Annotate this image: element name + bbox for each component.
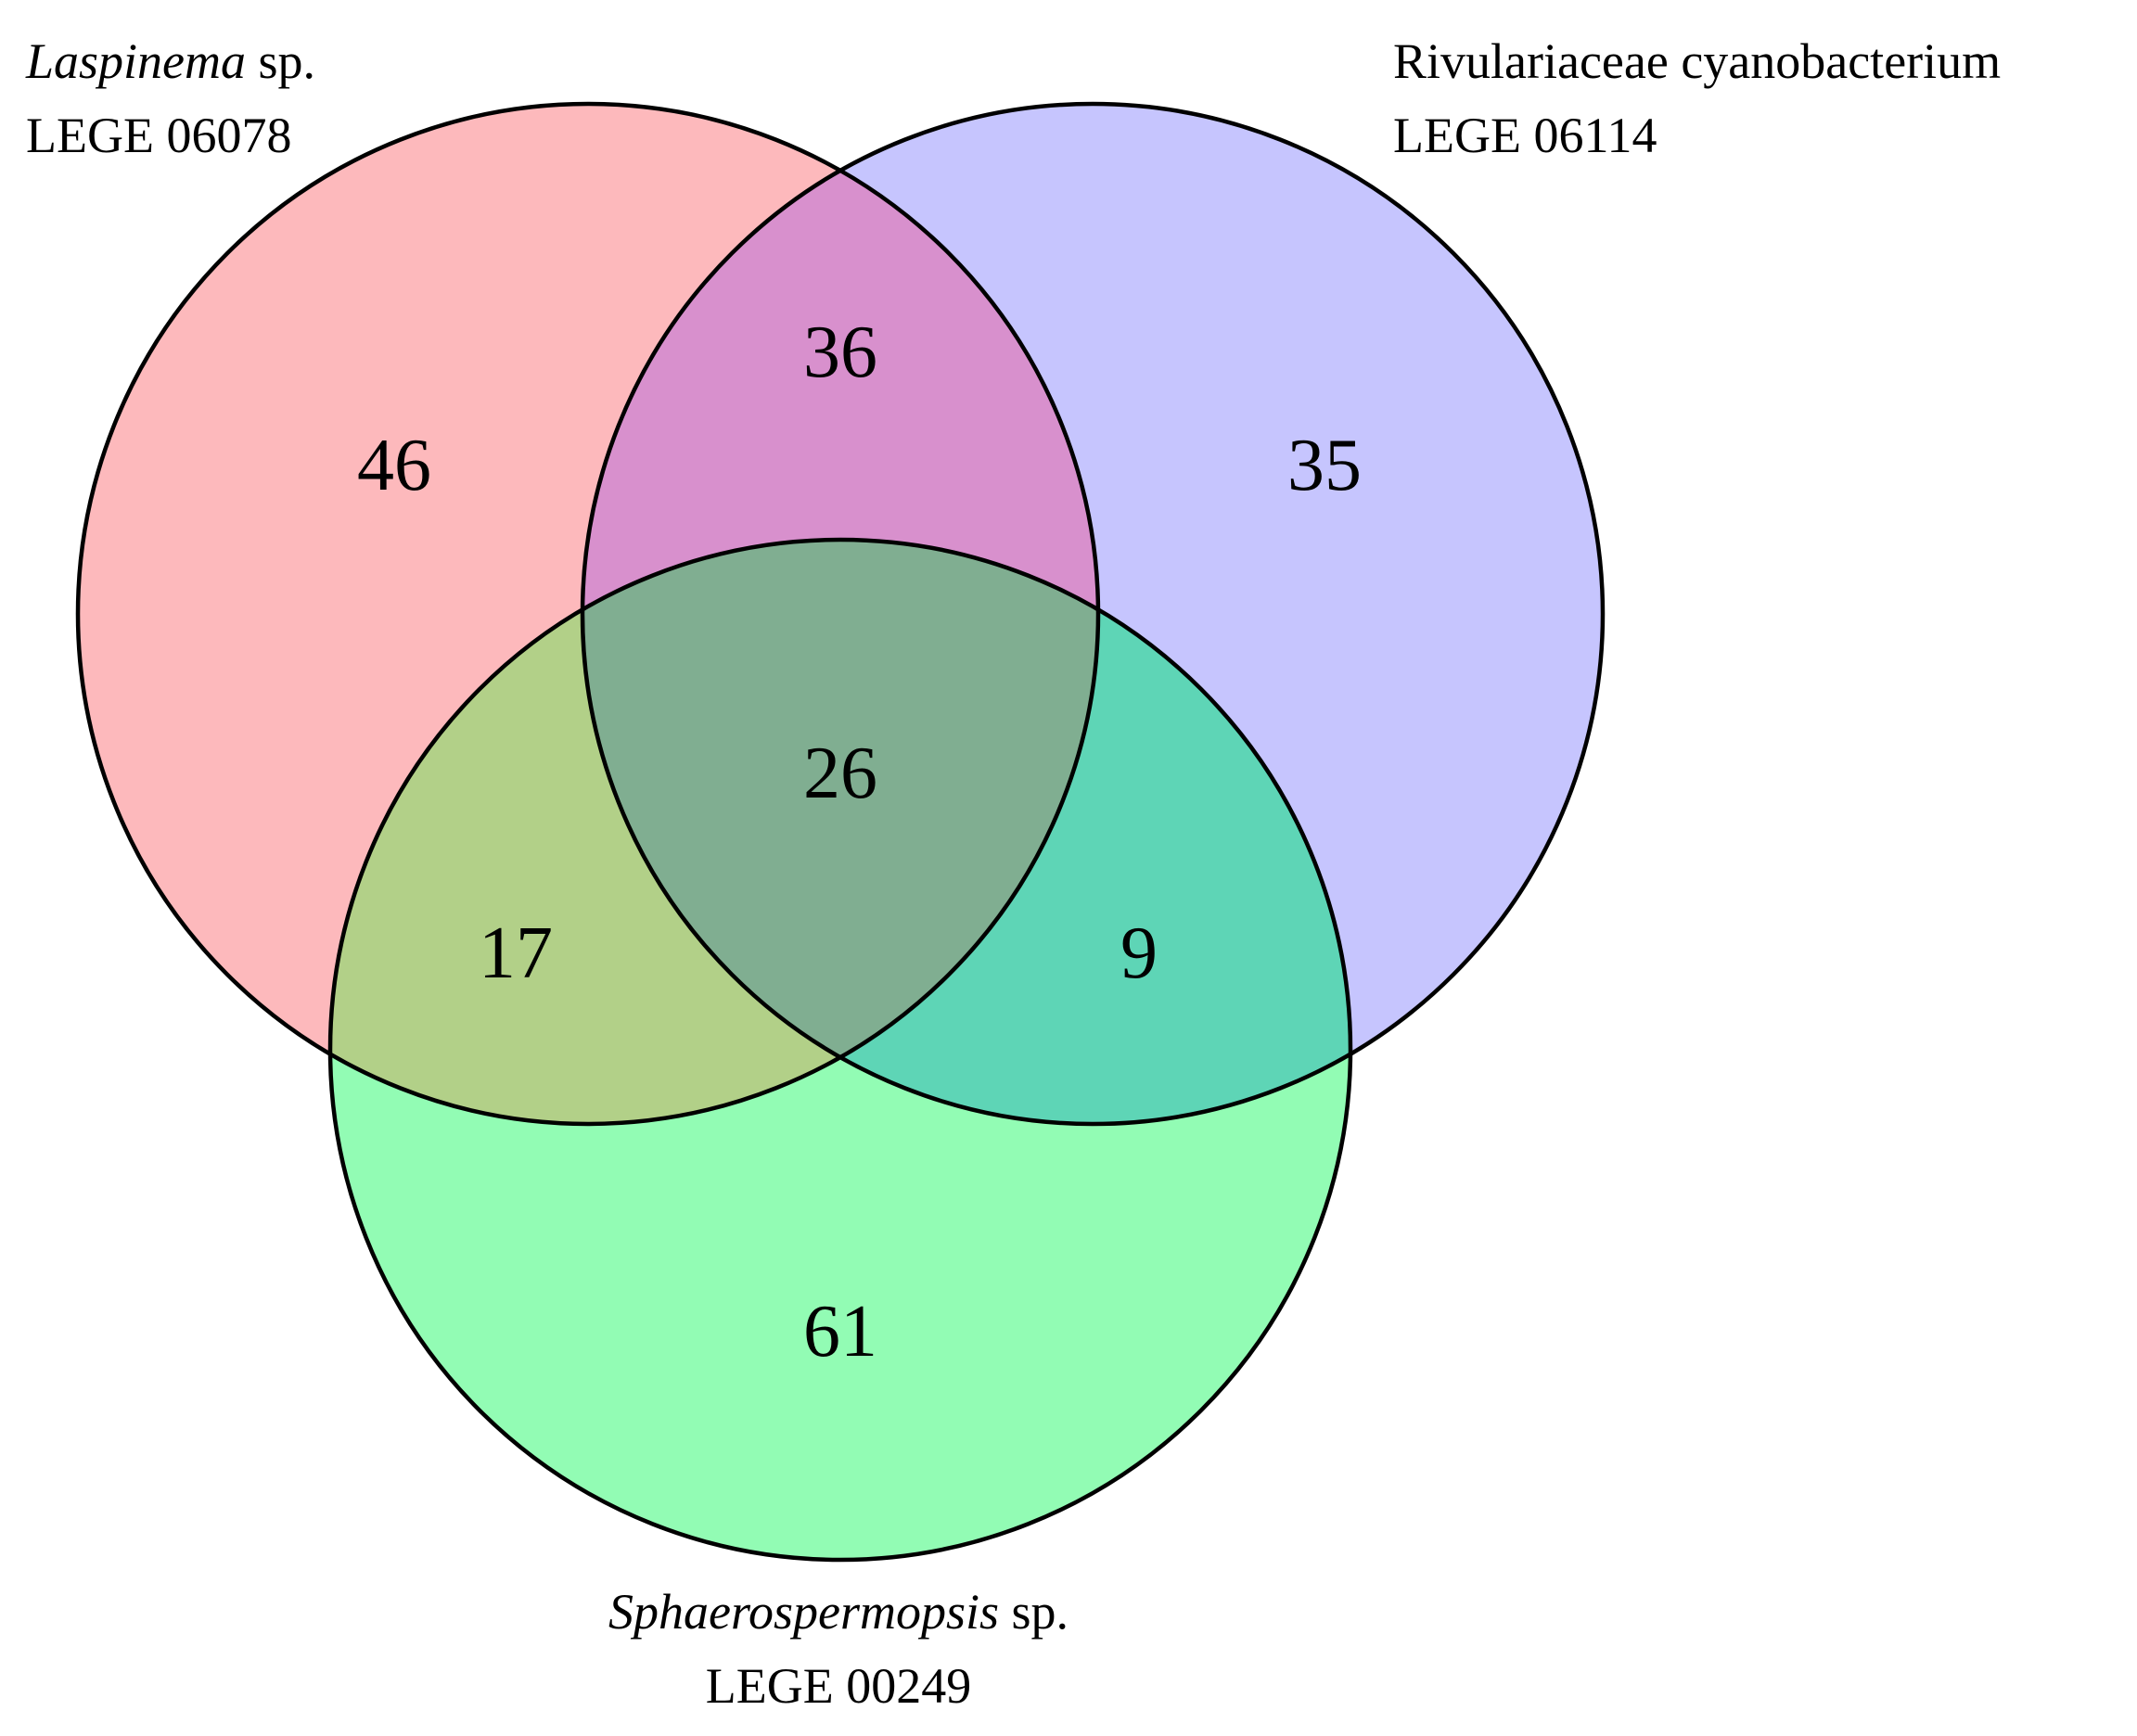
set-c-label-italic: Sphaerospermopsis (608, 1584, 999, 1640)
set-c-label-line2: LEGE 00249 (706, 1658, 971, 1714)
set-b-outline (580, 101, 1606, 1127)
set-a-label-rest: sp. (246, 33, 315, 89)
count-abc: 26 (803, 733, 877, 814)
count-bc-only: 9 (1120, 913, 1158, 994)
set-c-outline (327, 537, 1353, 1563)
set-b-label-rest: Rivulariaceae cyanobacterium (1393, 33, 2001, 89)
set-a-label: Laspinema sp. (25, 33, 315, 89)
set-b-label: Rivulariaceae cyanobacterium (1393, 33, 2001, 89)
set-b-label-line2: LEGE 06114 (1393, 108, 1657, 163)
count-a-only: 46 (357, 425, 431, 506)
set-c-label: Sphaerospermopsis sp. (608, 1584, 1068, 1640)
set-a-outline (75, 101, 1101, 1127)
set-a-label-line2: LEGE 06078 (26, 108, 291, 163)
count-b-only: 35 (1287, 425, 1362, 506)
count-ac-only: 17 (479, 913, 553, 994)
set-a-label-italic: Laspinema (25, 33, 246, 89)
count-ab-only: 36 (803, 312, 877, 393)
set-c-label-rest: sp. (999, 1584, 1068, 1640)
count-c-only: 61 (803, 1291, 877, 1372)
